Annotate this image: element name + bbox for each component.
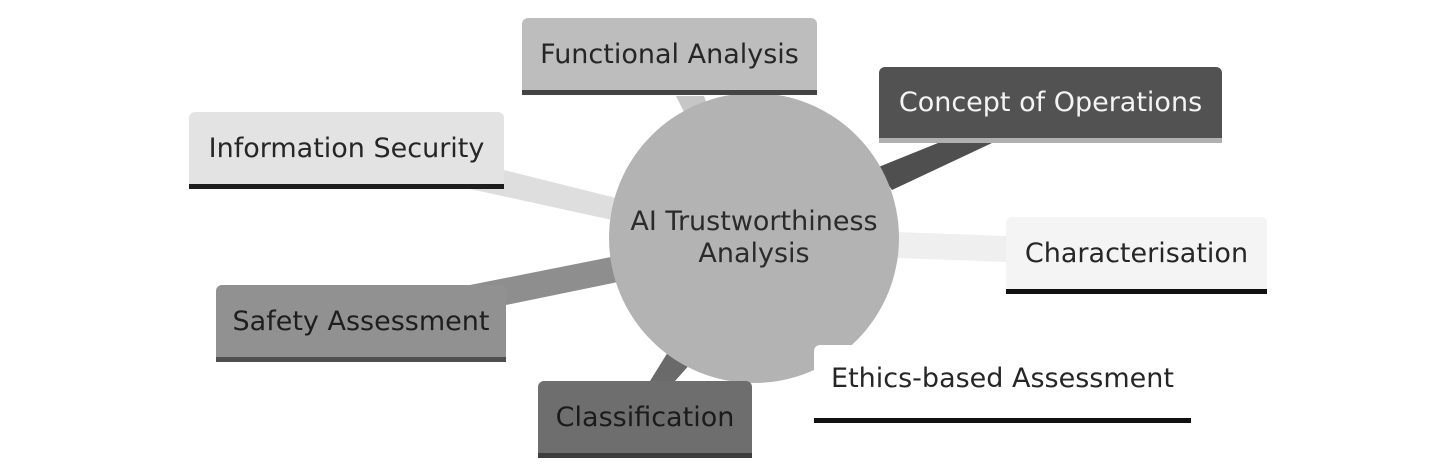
branch-characterisation: Characterisation xyxy=(1006,217,1267,294)
central-topic-line-1: AI Trustworthiness xyxy=(630,206,878,237)
branch-information-security: Information Security xyxy=(189,112,504,189)
branch-label: Classification xyxy=(555,401,735,433)
branch-label: Concept of Operations xyxy=(898,87,1203,118)
central-topic-line-2: Analysis xyxy=(698,238,810,269)
link-char xyxy=(896,232,1007,262)
branch-label: Safety Assessment xyxy=(232,305,490,337)
branch-label: Information Security xyxy=(208,132,485,164)
branch-ethics-based-assessment: Ethics-based Assessment xyxy=(814,345,1191,423)
branch-concept-of-operations: Concept of Operations xyxy=(879,67,1222,143)
link-safety xyxy=(470,256,618,305)
link-infosec xyxy=(470,170,616,220)
branch-label: Characterisation xyxy=(1024,237,1249,269)
branch-classification: Classification xyxy=(538,381,752,458)
branch-functional-analysis: Functional Analysis xyxy=(522,18,817,95)
branch-label: Functional Analysis xyxy=(540,38,799,70)
link-conops xyxy=(876,143,992,190)
branch-safety-assessment: Safety Assessment xyxy=(216,285,506,362)
central-topic: AI Trustworthiness Analysis xyxy=(609,93,899,383)
branch-label: Ethics-based Assessment xyxy=(831,363,1174,394)
